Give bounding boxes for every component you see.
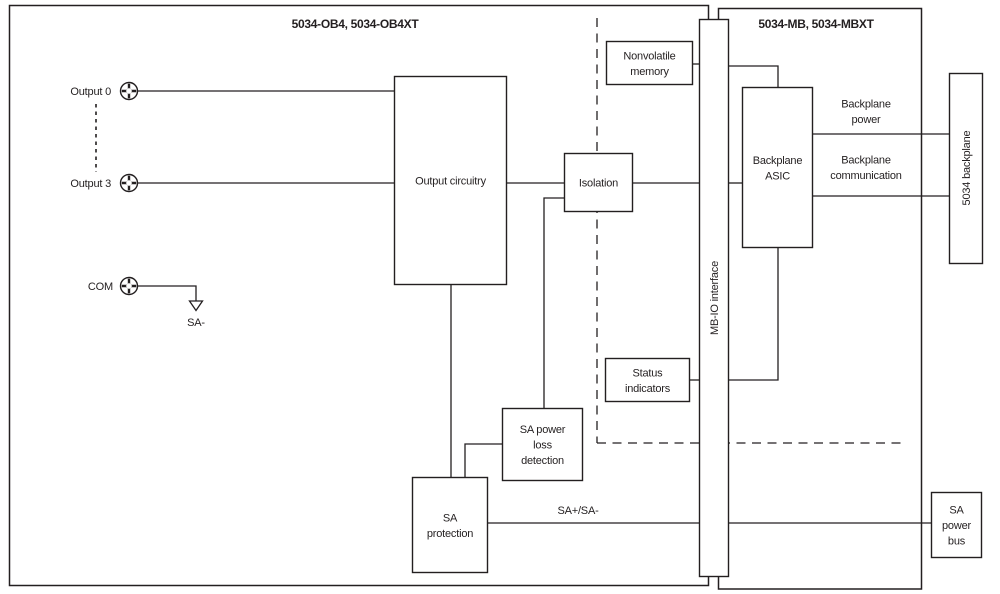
terminal-label-com: COM [88,281,113,293]
sa-protection-label-line1: SA [443,513,458,525]
block-5034-backplane [948,72,984,265]
block-backplane-asic [741,86,814,249]
wire-com-to-sa-minus [138,285,197,301]
sa-power-bus-label-line3: bus [948,536,966,548]
output3-screw-terminal-icon [119,173,139,193]
block-sa-protection [411,476,489,574]
block-nonvolatile-memory [605,40,694,86]
left-module-boundary-box [8,4,710,587]
backplane-power-label-line2: power [852,114,881,126]
isolation-label: Isolation [579,178,618,190]
backplane-power-label-line1: Backplane [841,99,891,111]
sa-minus-arrow-icon [188,300,204,312]
sa-power-loss-label-line3: detection [521,455,564,467]
right-module-title: 5034-MB, 5034-MBXT [758,17,874,31]
backplane-5034-label: 5034 backplane [961,130,973,205]
output0-screw-terminal-icon [119,81,139,101]
sa-minus-label: SA- [187,317,205,329]
wire-isolation-saloss [543,197,565,409]
block-sa-power-loss-detection [501,407,584,482]
sa-power-bus-label-line1: SA [949,505,964,517]
status-indicators-label-line2: indicators [625,383,671,395]
block-mb-io-interface [698,18,730,578]
block-status-indicators [604,357,691,403]
sa-plus-minus-label: SA+/SA- [557,505,599,517]
sa-power-loss-label-line1: SA power [520,424,566,436]
backplane-communication-label-line1: Backplane [841,155,891,167]
backplane-asic-label-line1: Backplane [753,155,803,167]
block-isolation [563,152,634,213]
backplane-asic-label-line2: ASIC [765,171,790,183]
left-module-title: 5034-OB4, 5034-OB4XT [292,17,420,31]
status-indicators-label-line1: Status [633,368,664,380]
wire-saloss-saprotection [464,443,503,478]
backplane-communication-label-line2: communication [830,170,901,182]
wire-interface-asic-top [728,65,779,88]
sa-power-loss-label-line2: loss [533,440,552,452]
sa-protection-label-line2: protection [427,528,473,540]
block-output-circuitry [393,75,508,286]
nonvolatile-memory-label-line2: memory [630,66,669,78]
wire-asic-interface-bottom [728,247,779,381]
com-screw-terminal-icon [119,276,139,296]
output-circuitry-label: Output circuitry [415,176,486,188]
block-sa-power-bus [930,491,983,559]
terminal-label-output0: Output 0 [70,86,111,98]
terminal-label-output3: Output 3 [70,178,111,190]
sa-power-bus-label-line2: power [942,520,971,532]
mb-io-interface-label: MB-IO interface [709,261,721,335]
nonvolatile-memory-label-line1: Nonvolatile [623,51,675,63]
